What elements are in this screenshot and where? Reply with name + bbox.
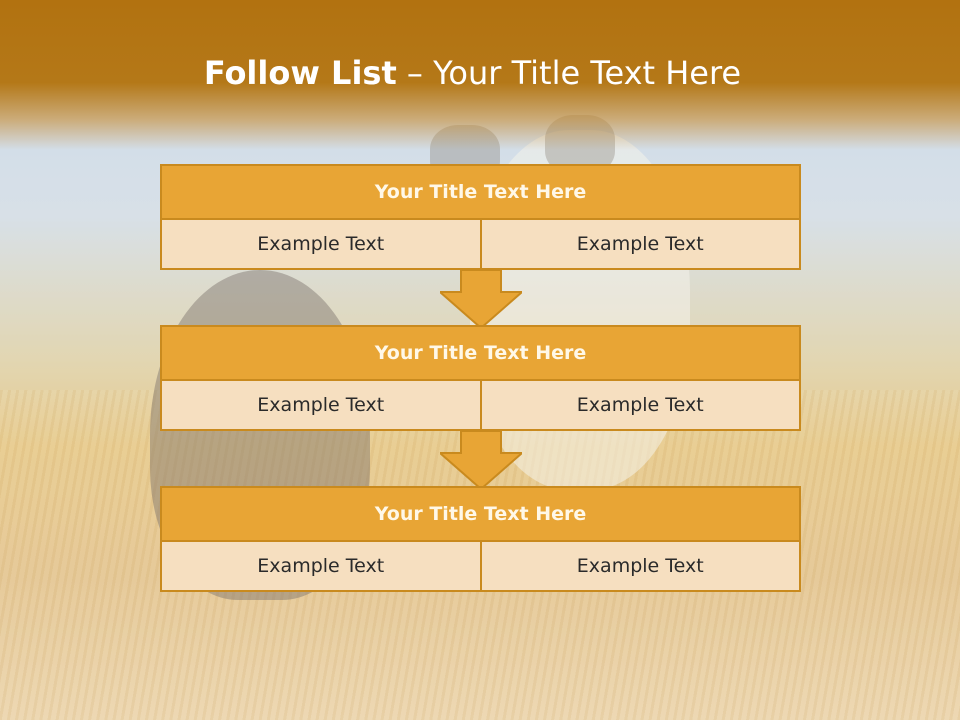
slide-title: Follow List – Your Title Text Here [0, 54, 945, 92]
block-title: Your Title Text Here [160, 325, 801, 381]
header-band [0, 0, 960, 150]
down-arrow-icon [440, 270, 522, 328]
flow-block-1: Your Title Text Here Example Text Exampl… [160, 164, 801, 270]
block-cell-left: Example Text [160, 220, 482, 270]
flow-block-2: Your Title Text Here Example Text Exampl… [160, 325, 801, 431]
block-row: Example Text Example Text [160, 381, 801, 431]
block-cell-right: Example Text [481, 381, 801, 431]
block-cell-right: Example Text [481, 220, 801, 270]
block-title: Your Title Text Here [160, 486, 801, 542]
flow-block-3: Your Title Text Here Example Text Exampl… [160, 486, 801, 592]
block-cell-left: Example Text [160, 542, 482, 592]
down-arrow-icon [440, 431, 522, 489]
block-cell-right: Example Text [481, 542, 801, 592]
block-row: Example Text Example Text [160, 542, 801, 592]
block-row: Example Text Example Text [160, 220, 801, 270]
block-cell-left: Example Text [160, 381, 482, 431]
title-bold: Follow List [203, 54, 397, 92]
block-title: Your Title Text Here [160, 164, 801, 220]
title-rest: – Your Title Text Here [396, 54, 742, 92]
